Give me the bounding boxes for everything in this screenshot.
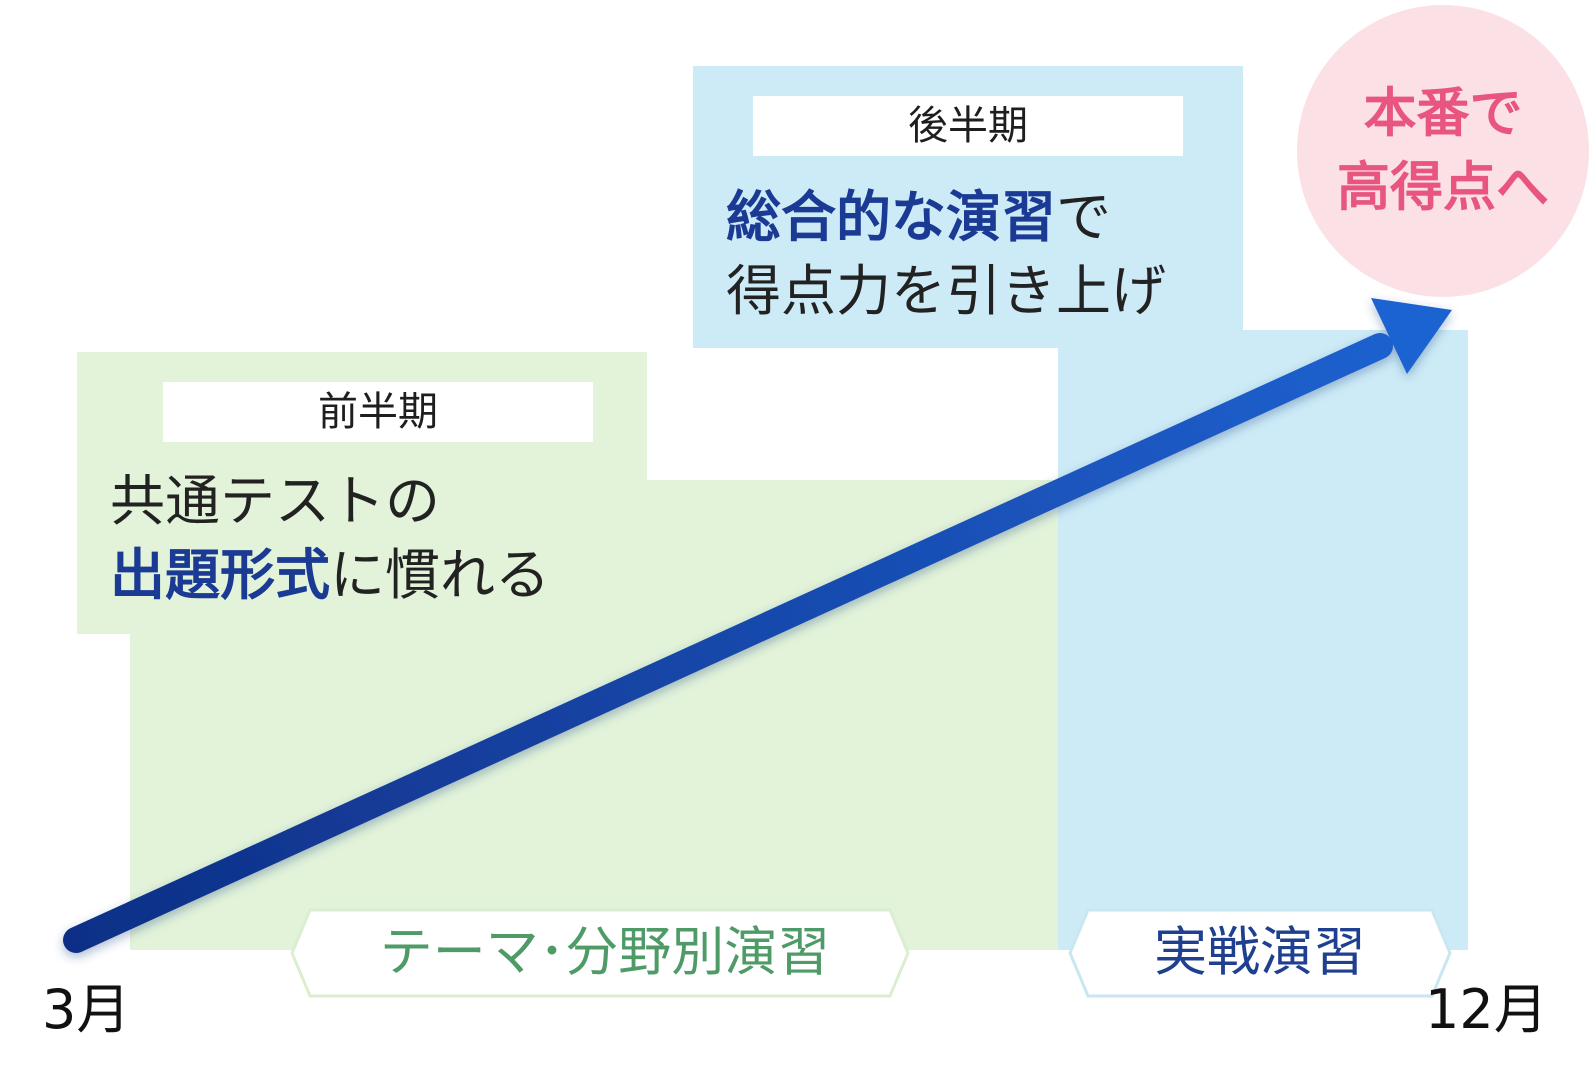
first-half-highlight: 出題形式: [110, 543, 331, 607]
second-half-message-line1: 総合的な演習で: [726, 180, 1166, 254]
phase-second-label: 実戦演習: [1154, 922, 1366, 983]
timeline-end-label: 12月: [1425, 978, 1548, 1041]
second-half-message-line1-rest: で: [1056, 185, 1112, 249]
second-half-message-line2: 得点力を引き上げ: [726, 259, 1167, 323]
second-half-zone: [1058, 330, 1468, 950]
first-half-tag: 前半期: [163, 382, 593, 442]
growth-arrow: [63, 298, 1452, 953]
first-half-callout: 前半期 共通テストの 出題形式に慣れる: [77, 352, 647, 634]
second-half-callout: 後半期 総合的な演習で 得点力を引き上げ: [693, 66, 1243, 348]
phase-second-frame: [1068, 908, 1452, 998]
second-half-message: 総合的な演習で 得点力を引き上げ: [726, 180, 1166, 328]
second-half-highlight: 総合的な演習: [726, 185, 1057, 249]
growth-arrow-shaft: [63, 333, 1393, 953]
goal-circle: 本番で 高得点へ: [1297, 5, 1589, 297]
timeline-start-label: 3月: [42, 978, 131, 1041]
first-half-message: 共通テストの 出題形式に慣れる: [110, 464, 550, 612]
phase-first-frame: [290, 908, 910, 998]
first-half-message-line1: 共通テストの: [110, 469, 441, 533]
phase-first-label: テーマ･分野別演習: [379, 922, 831, 983]
first-half-message-line2-rest: に慣れる: [330, 543, 551, 607]
second-half-callout-tail: [1068, 346, 1112, 420]
first-half-callout-tail: [388, 632, 432, 705]
second-half-tag: 後半期: [753, 96, 1183, 156]
goal-line2: 高得点へ: [1337, 157, 1549, 218]
growth-arrow-head: [1371, 298, 1452, 374]
first-half-message-line2: 出題形式に慣れる: [110, 538, 550, 612]
goal-line1: 本番で: [1363, 83, 1523, 144]
